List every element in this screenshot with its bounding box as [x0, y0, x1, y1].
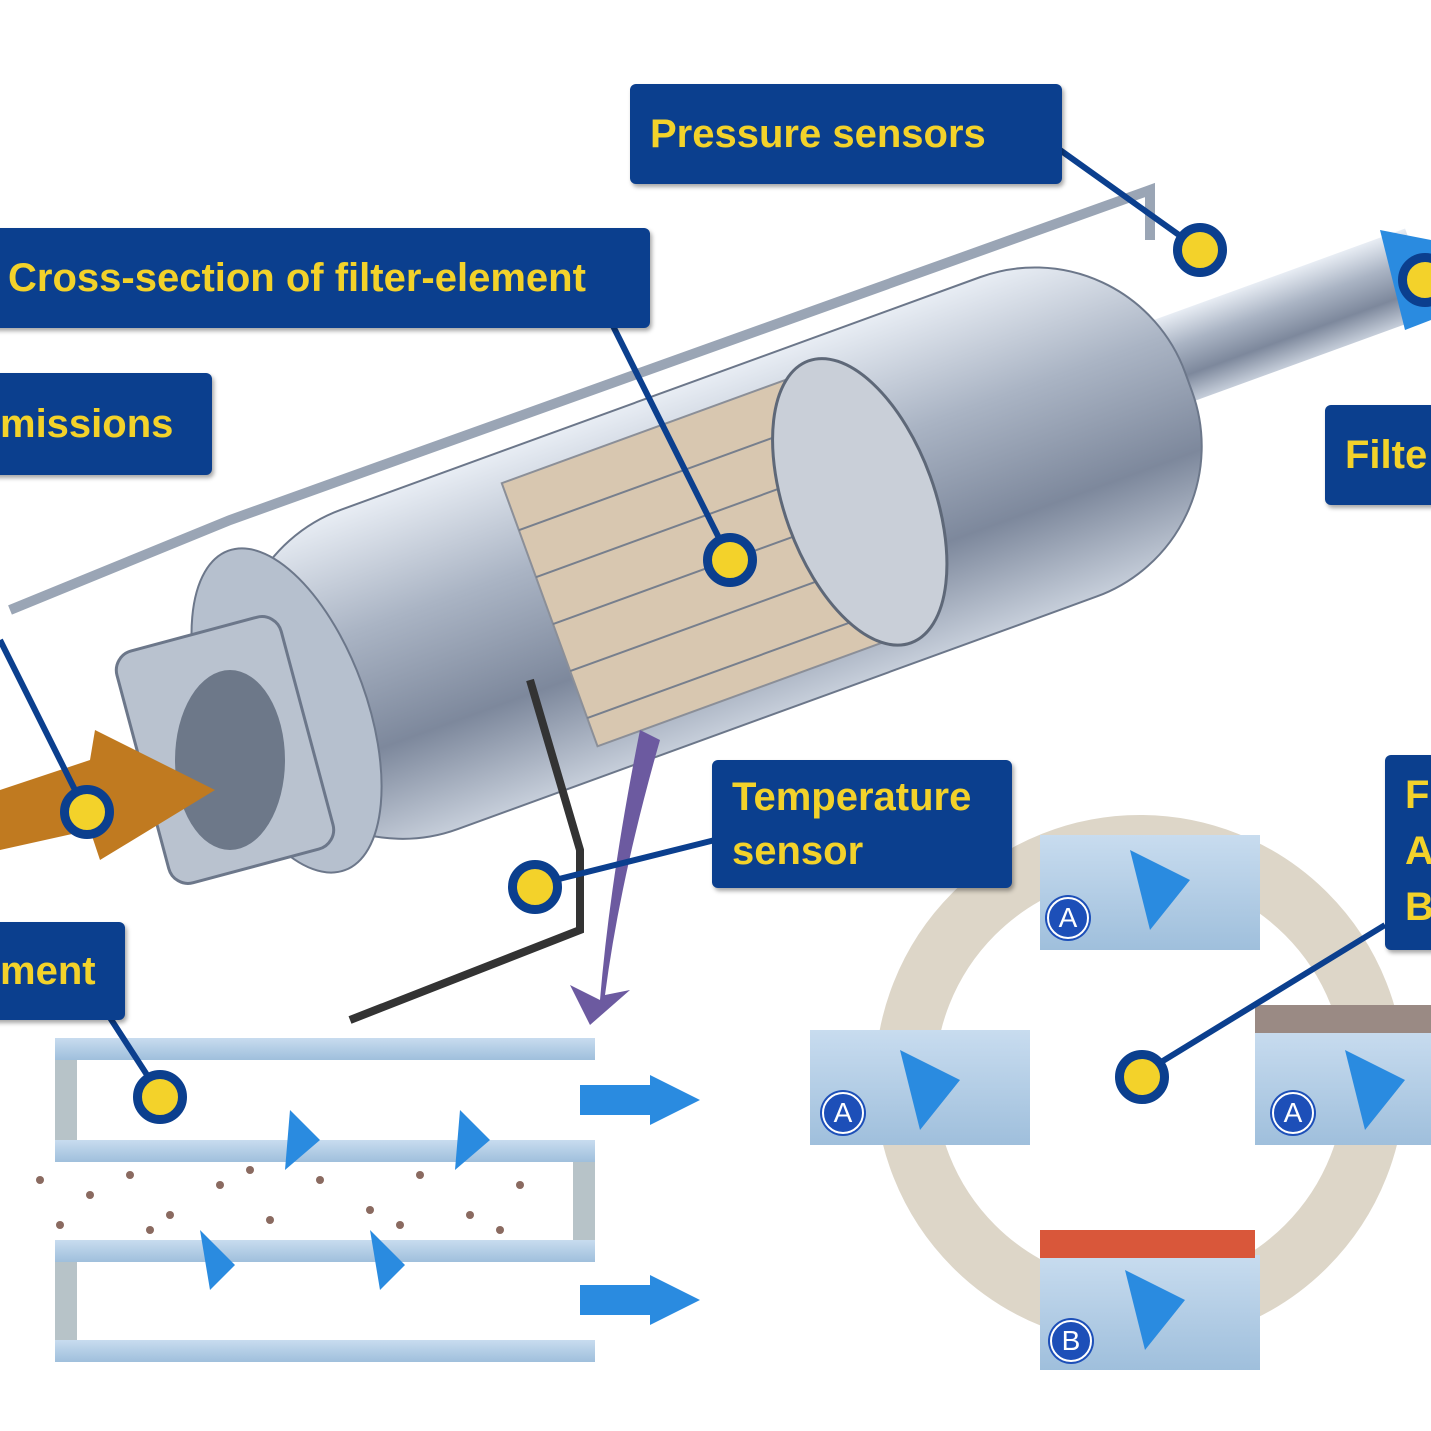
phase-panels — [810, 835, 1431, 1370]
temperature-sensor-cable — [348, 678, 584, 1024]
phase-badge: A — [1047, 897, 1089, 939]
phase-badge: B — [1050, 1320, 1092, 1362]
label-line: sensor — [732, 829, 864, 873]
label-phases: F A B — [1385, 755, 1431, 950]
exhaust-flow-arrow — [570, 730, 660, 1025]
label-line: Temperature — [732, 775, 972, 819]
label-cross-section: Cross-section of filter-element — [0, 228, 650, 328]
label-line: F — [1405, 773, 1430, 817]
callout-dot — [60, 785, 114, 839]
outlet-pipe — [1141, 228, 1431, 409]
callout-dot — [1398, 253, 1431, 307]
phase-badge: A — [1272, 1092, 1314, 1134]
label-pressure-sensors: Pressure sensors — [630, 84, 1062, 184]
label-emissions: missions — [0, 373, 212, 475]
callout-dot — [508, 860, 562, 914]
callout-dot — [1173, 223, 1227, 277]
callout-dot — [703, 533, 757, 587]
callout-dot — [1115, 1050, 1169, 1104]
leader-lines — [0, 147, 1387, 1097]
label-line: B — [1405, 885, 1431, 929]
callout-dot — [133, 1070, 187, 1124]
label-filtered: Filte — [1325, 405, 1431, 505]
phase-badge: A — [822, 1092, 864, 1134]
filter-element-detail — [36, 1038, 700, 1362]
label-filter-element: ment — [0, 922, 125, 1020]
label-temperature-sensor: Temperature sensor — [712, 760, 1012, 888]
label-line: A — [1405, 829, 1431, 873]
